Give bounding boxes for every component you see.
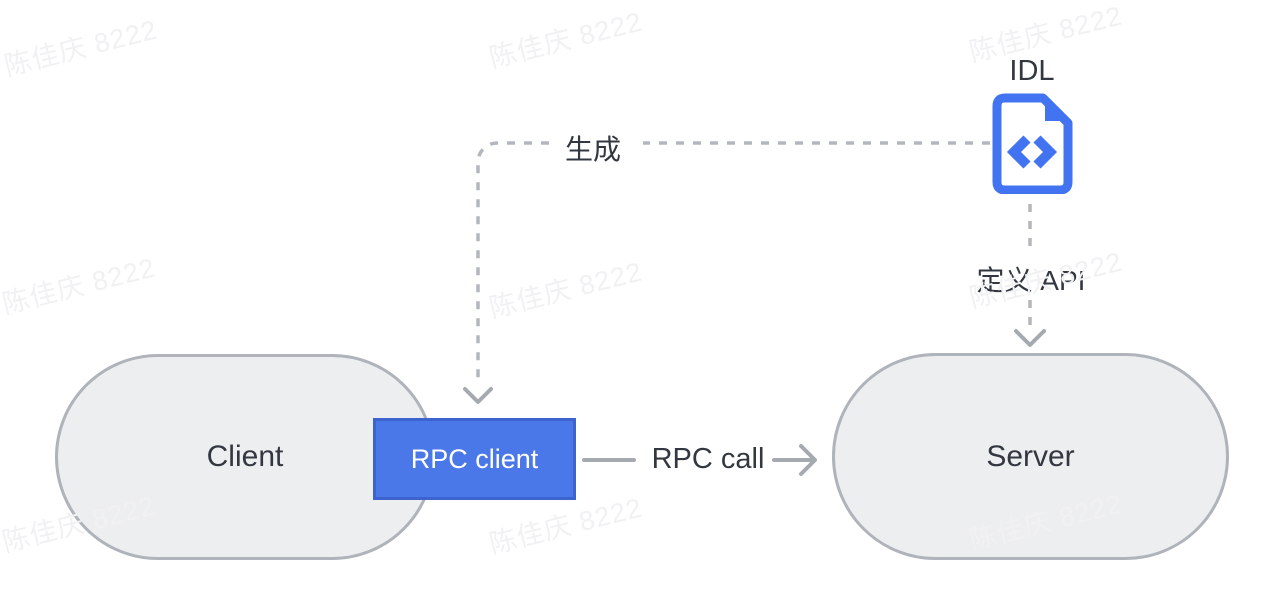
- idl-label: IDL: [1009, 55, 1055, 87]
- watermark: 陈佳庆 8222: [1, 14, 161, 82]
- define-api-edge-label: 定义 API: [976, 265, 1086, 296]
- rpc-client-node: RPC client: [373, 418, 576, 500]
- code-bracket-left: [1006, 135, 1031, 169]
- server-node: Server: [832, 353, 1229, 560]
- file-outline: [992, 93, 1073, 194]
- code-file-icon: [992, 93, 1073, 194]
- watermark: 陈佳庆 8222: [486, 256, 646, 324]
- client-label: Client: [206, 440, 284, 473]
- server-label: Server: [986, 439, 1075, 473]
- rpc-call-edge-label: RPC call: [651, 443, 765, 475]
- watermark: 陈佳庆 8222: [0, 252, 159, 320]
- client-node: Client: [55, 354, 435, 560]
- file-fold-corner: [1045, 105, 1061, 121]
- generate-edge-line: [476, 141, 990, 386]
- define-api-edge-arrowhead: [1014, 329, 1046, 347]
- generate-edge-arrowhead: [463, 387, 493, 404]
- generate-edge-label: 生成: [564, 134, 621, 165]
- code-bracket-right: [1033, 135, 1058, 169]
- watermark: 陈佳庆 8222: [486, 6, 646, 74]
- rpc-call-arrowhead: [772, 444, 817, 476]
- rpc-client-label: RPC client: [410, 443, 539, 474]
